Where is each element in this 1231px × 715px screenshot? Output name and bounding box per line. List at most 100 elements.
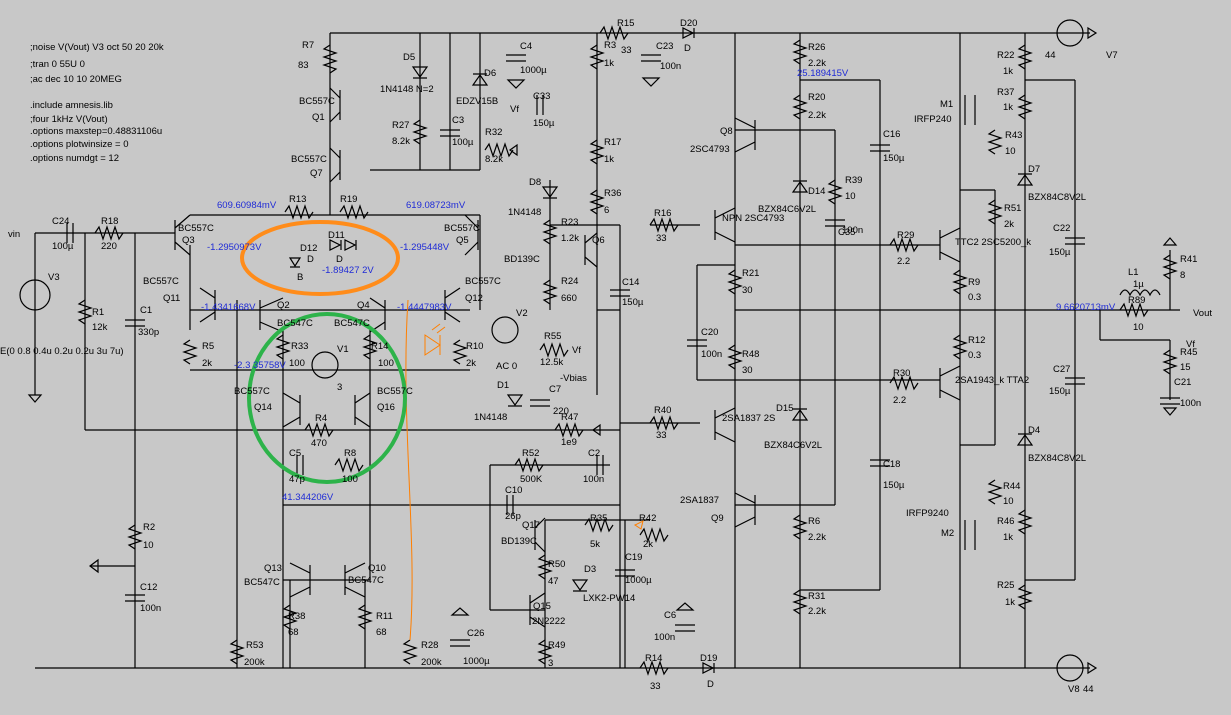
component-ref: Q17 xyxy=(522,520,540,531)
resistor-r28 xyxy=(402,639,418,665)
component-ref: R22 xyxy=(997,50,1014,61)
component-value: NPN 2SC4793 xyxy=(722,213,784,224)
component-value: 2N2222 xyxy=(532,616,565,627)
component-value: 1N4148 xyxy=(474,412,507,423)
component-ref: R15 xyxy=(617,18,634,29)
component-ref: R55 xyxy=(544,331,561,342)
source-v7 xyxy=(1056,19,1084,47)
component-ref: D15 xyxy=(776,403,793,414)
net-label: Vf xyxy=(1186,339,1195,350)
component-value: D xyxy=(336,254,343,265)
component-ref: R10 xyxy=(466,341,483,352)
resistor-r13 xyxy=(284,204,314,220)
component-value: 330p xyxy=(138,327,159,338)
component-value: AC 0 xyxy=(496,361,517,372)
resistor-r8 xyxy=(334,457,364,473)
node-voltages: 609.60984mV 619.08723mV -1.2950973V -1.2… xyxy=(201,68,1116,503)
component-value: 2.2 xyxy=(893,395,906,406)
component-value: 100n xyxy=(701,349,722,360)
ground-icon xyxy=(1162,237,1178,246)
component-ref: R33 xyxy=(291,341,308,352)
component-ref: R35 xyxy=(590,513,607,524)
component-ref: R20 xyxy=(808,92,825,103)
transistor-m1 xyxy=(964,95,976,125)
ground-icon xyxy=(1087,661,1098,675)
component-ref: C6 xyxy=(664,610,676,621)
resistor-r16 xyxy=(649,217,679,233)
net-label: Vout xyxy=(1193,308,1212,319)
resistor-r7 xyxy=(322,44,338,74)
component-ref: Q11 xyxy=(163,293,180,304)
resistor-r14b xyxy=(639,660,669,676)
directive-line: ;tran 0 55U 0 xyxy=(30,59,85,70)
component-ref: V7 xyxy=(1106,50,1118,61)
component-ref: R47 xyxy=(561,412,578,423)
component-value: 1000µ xyxy=(625,575,652,586)
component-value: BC557C xyxy=(178,223,214,234)
node-voltage: 619.08723mV xyxy=(406,200,466,211)
component-value: 10 xyxy=(143,540,154,551)
resistor-r10 xyxy=(452,339,468,365)
green-highlight-ellipse xyxy=(247,312,407,484)
resistor-r18 xyxy=(94,225,124,241)
diode-d5 xyxy=(411,66,429,79)
component-ref: R12 xyxy=(968,335,985,346)
component-value: 1k xyxy=(1003,532,1013,543)
capacitor-c3 xyxy=(440,129,460,137)
led-probe xyxy=(405,299,644,641)
component-value: 660 xyxy=(561,293,577,304)
diode-d6 xyxy=(471,73,489,86)
resistor-r14a xyxy=(362,334,378,360)
component-value: 100n xyxy=(583,474,604,485)
component-ref: R7 xyxy=(302,40,314,51)
component-ref: C5 xyxy=(289,448,301,459)
component-ref: R13 xyxy=(289,194,306,205)
resistors xyxy=(77,25,1178,676)
resistor-r5 xyxy=(182,339,198,365)
resistor-r89 xyxy=(1119,302,1149,318)
diodes xyxy=(288,27,1034,674)
component-ref: R14 xyxy=(645,653,662,664)
component-value: 220 xyxy=(553,406,569,417)
component-ref: D14 xyxy=(808,186,825,197)
source-v1 xyxy=(311,351,339,379)
component-value: 44 xyxy=(1083,684,1094,695)
component-value: 150µ xyxy=(533,118,555,129)
component-value: 12k xyxy=(92,322,108,333)
component-value: 30 xyxy=(742,365,753,376)
component-ref: C23 xyxy=(656,41,673,52)
component-value: 150µ xyxy=(622,297,644,308)
component-value: 68 xyxy=(288,627,299,638)
ground-icon xyxy=(641,77,661,87)
ground-icon xyxy=(675,602,695,611)
resistor-r39 xyxy=(827,179,843,205)
component-value: 100n xyxy=(1180,398,1201,409)
resistor-r37 xyxy=(1017,94,1033,120)
resistor-r20 xyxy=(792,94,808,120)
component-ref: M1 xyxy=(940,99,953,110)
resistor-r11 xyxy=(357,604,373,630)
node-voltage: 9.6620713mV xyxy=(1056,302,1116,313)
capacitors xyxy=(66,54,1180,647)
component-value: BC557C xyxy=(291,154,327,165)
component-value: IRFP9240 xyxy=(906,508,949,519)
component-ref: C33 xyxy=(533,91,550,102)
diode-d3 xyxy=(571,579,589,592)
component-value: 150µ xyxy=(1049,247,1071,258)
component-ref: D7 xyxy=(1028,164,1040,175)
resistor-r38 xyxy=(282,604,298,630)
component-value: 44 xyxy=(1045,50,1056,61)
resistor-r32 xyxy=(484,142,514,158)
component-value: BD139C xyxy=(501,536,537,547)
component-ref: R17 xyxy=(604,137,621,148)
component-ref: D5 xyxy=(403,52,415,63)
capacitor-c20 xyxy=(687,339,707,347)
transistor-q3 xyxy=(174,214,191,256)
component-value: 1000µ xyxy=(463,656,490,667)
component-value: 33 xyxy=(621,45,632,56)
resistor-r53 xyxy=(229,639,245,665)
component-value: 100 xyxy=(289,358,305,369)
component-ref: C21 xyxy=(1174,377,1191,388)
component-value: 1e9 xyxy=(561,437,577,448)
